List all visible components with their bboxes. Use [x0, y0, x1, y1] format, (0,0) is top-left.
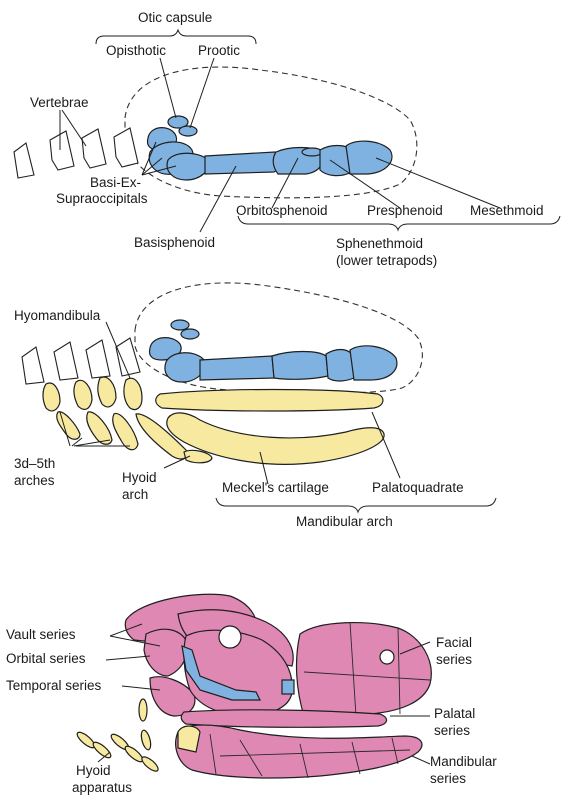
- prootic-label: Prootic: [198, 43, 240, 58]
- vertebra: [14, 143, 34, 178]
- nostril-opening: [380, 650, 394, 664]
- mesethmoid-element: [346, 141, 392, 174]
- exposed-chondrocranium: [282, 680, 294, 694]
- palatal-series-label: Palatal: [434, 706, 475, 721]
- lower-tetrapods-label: (lower tetrapods): [336, 253, 437, 268]
- gill-arch: [87, 412, 112, 444]
- supraoccipitals-label: Supraoccipitals: [56, 191, 148, 206]
- basisphenoid-label: Basisphenoid: [134, 235, 215, 250]
- palatal-series-sub-label: series: [434, 723, 470, 738]
- hyoid-arch-sub-label: arch: [122, 487, 148, 502]
- facial-series-sub-label: series: [436, 652, 472, 667]
- prootic-element: [179, 126, 197, 136]
- gill-arch: [74, 380, 92, 409]
- gill-arch: [57, 412, 80, 439]
- hyomandibula-element: [124, 378, 142, 409]
- facial-series-label: Facial: [436, 635, 472, 650]
- vault-series-label: Vault series: [6, 627, 76, 642]
- palatoquadrate-label: Palatoquadrate: [372, 480, 464, 495]
- splanchnocranium-panel: Hyomandibula 3d–5th arches Hyoid arch Me…: [14, 283, 496, 529]
- chondrocranium-panel: Otic capsule Opisthotic Prootic Vertebra…: [14, 10, 560, 268]
- arches-label: arches: [14, 473, 55, 488]
- hyomandibula-label: Hyomandibula: [14, 308, 101, 323]
- sphenethmoid-bracket: [238, 216, 560, 230]
- vertebra: [54, 342, 78, 380]
- vertebrae-group: [14, 128, 138, 178]
- sphenethmoid-label: Sphenethmoid: [336, 236, 423, 251]
- presphenoid-label: Presphenoid: [367, 203, 443, 218]
- basisphenoid-element: [205, 152, 280, 174]
- orbitosphenoid-label: Orbitosphenoid: [236, 203, 328, 218]
- mesethmoid-label: Mesethmoid: [470, 203, 544, 218]
- dermatocranium-panel: Vault series Orbital series Temporal ser…: [6, 594, 497, 795]
- meckels-cartilage-label: Meckel's cartilage: [222, 480, 329, 495]
- basi-ex-label: Basi-Ex-: [90, 175, 141, 190]
- gill-arch: [43, 383, 60, 411]
- orbitosphenoid-cap: [302, 148, 322, 156]
- vertebra: [114, 128, 138, 167]
- hyoid-apparatus-label: Hyoid: [76, 763, 111, 778]
- orbital-bone: [144, 629, 187, 676]
- hyoid-apparatus-sub-label: apparatus: [72, 780, 132, 795]
- arches-range-label: 3d–5th: [14, 456, 55, 471]
- mandibular-series-label: Mandibular: [430, 754, 497, 769]
- chondrocranium-elements-middle: [150, 320, 397, 382]
- mandible-articular: [178, 726, 200, 752]
- otic-capsule-bracket: [96, 30, 256, 44]
- hyoid-arch-label: Hyoid: [122, 470, 157, 485]
- gill-arch: [113, 413, 138, 449]
- vertebra: [22, 347, 44, 384]
- vertebra: [116, 338, 140, 376]
- mandibular-arch-label: Mandibular arch: [296, 514, 393, 529]
- otic-capsule-label: Otic capsule: [138, 10, 212, 25]
- facial-bone: [297, 623, 432, 716]
- gill-arch: [98, 377, 116, 407]
- orbital-series-label: Orbital series: [6, 651, 86, 666]
- vertebrae-label: Vertebrae: [30, 95, 89, 110]
- vertebra: [82, 129, 106, 168]
- temporal-series-label: Temporal series: [6, 678, 102, 693]
- orbit-opening: [219, 626, 241, 648]
- vertebra: [50, 131, 74, 170]
- palatoquadrate-element: [156, 390, 383, 412]
- mandibular-series-sub-label: series: [430, 771, 466, 786]
- vertebra: [86, 340, 110, 378]
- mandibular-arch-bracket: [216, 498, 496, 512]
- opisthotic-label: Opisthotic: [106, 43, 166, 58]
- palatal-bone: [181, 710, 386, 727]
- chondrocranium-elements: [148, 116, 392, 180]
